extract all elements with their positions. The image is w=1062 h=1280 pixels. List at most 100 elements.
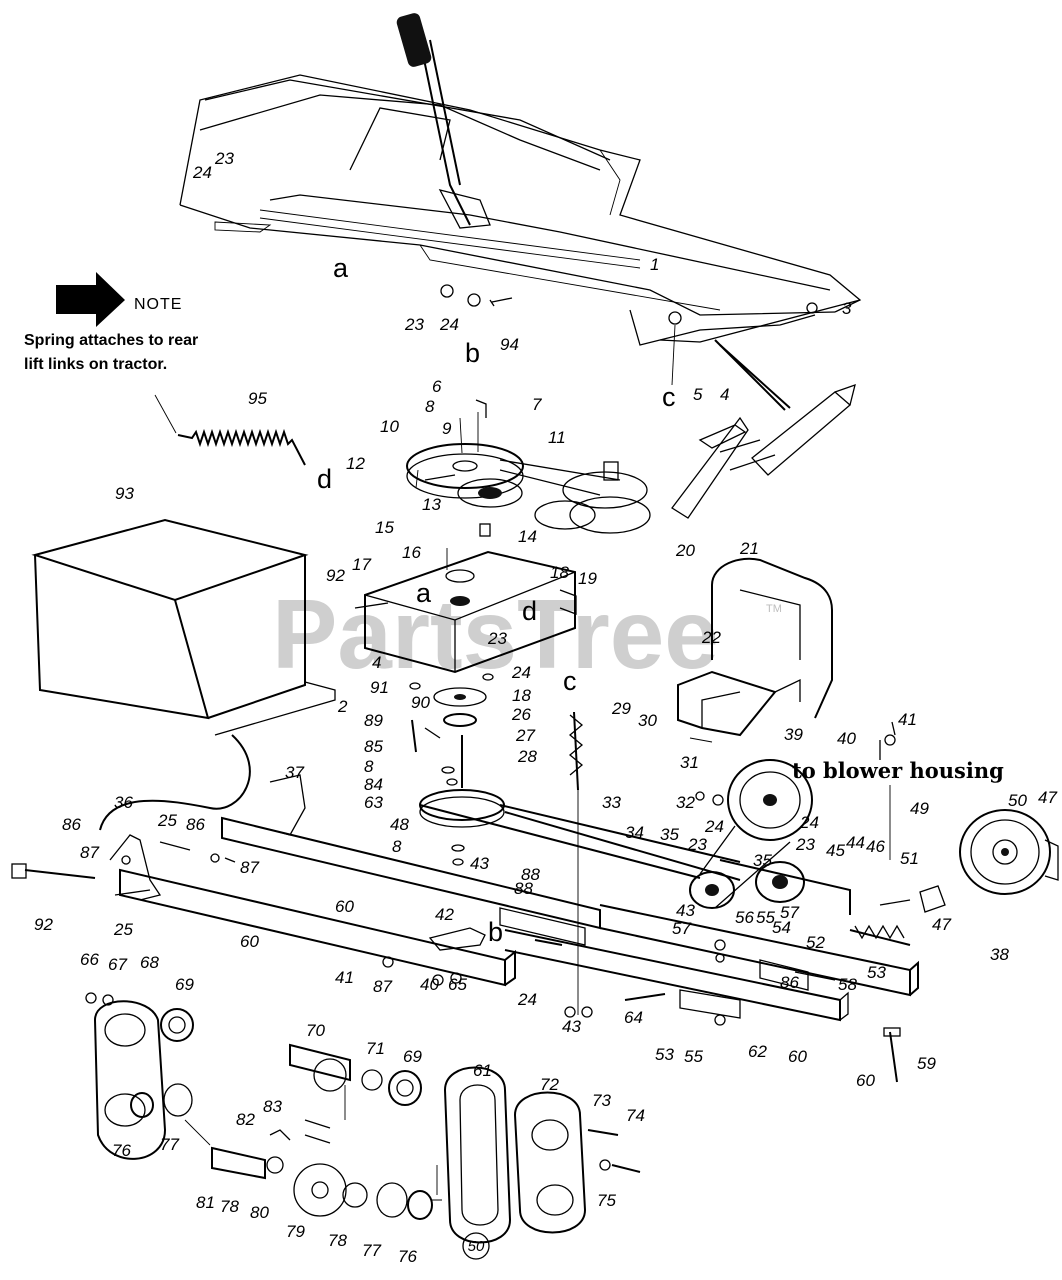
watermark-trademark: TM [766, 603, 782, 615]
ref-letter-b: b [465, 338, 480, 368]
part-label-11: 11 [548, 428, 566, 447]
part-label-62: 62 [748, 1042, 767, 1061]
part-label-32: 32 [676, 793, 695, 812]
part-label-43: 43 [562, 1017, 581, 1036]
part-label-79: 79 [286, 1222, 305, 1241]
belt-guard-drawing [677, 557, 833, 743]
note-arrow-icon [56, 272, 125, 327]
part-label-15: 15 [375, 518, 394, 537]
part-label-41: 41 [898, 710, 917, 729]
part-label-23: 23 [214, 149, 234, 168]
part-label-23: 23 [687, 835, 707, 854]
part-label-68: 68 [140, 953, 159, 972]
part-label-92: 92 [326, 566, 345, 585]
part-label-60: 60 [856, 1071, 875, 1090]
drive-belt-drawing [411, 711, 741, 1015]
part-label-77: 77 [160, 1135, 179, 1154]
part-label-25: 25 [157, 811, 177, 830]
part-label-66: 66 [80, 950, 99, 969]
part-label-69: 69 [175, 975, 194, 994]
ref-letter-c: c [563, 666, 577, 696]
part-label-73: 73 [592, 1091, 611, 1110]
part-label-93: 93 [115, 484, 134, 503]
part-label-18: 18 [512, 686, 531, 705]
figure-number-circle [462, 1232, 490, 1260]
part-label-74: 74 [626, 1106, 645, 1125]
part-label-24: 24 [799, 813, 819, 832]
part-label-20: 20 [675, 541, 695, 560]
part-label-87: 87 [240, 858, 259, 877]
part-label-92: 92 [34, 915, 53, 934]
part-label-44: 44 [846, 833, 865, 852]
frame-rails-drawing [11, 774, 919, 1083]
part-label-82: 82 [236, 1110, 255, 1129]
part-label-8: 8 [425, 397, 435, 416]
part-label-63: 63 [364, 793, 383, 812]
ref-letter-a: a [416, 578, 432, 608]
ref-letter-d: d [317, 464, 332, 494]
part-label-4: 4 [372, 653, 381, 672]
part-label-49: 49 [910, 799, 929, 818]
part-label-5: 5 [693, 385, 703, 404]
part-label-78: 78 [220, 1197, 239, 1216]
hopper-93-drawing [31, 518, 336, 831]
part-label-36: 36 [114, 793, 133, 812]
part-label-55: 55 [684, 1047, 703, 1066]
part-label-57: 57 [672, 919, 691, 938]
part-label-95: 95 [248, 389, 267, 408]
part-label-24: 24 [511, 663, 531, 682]
part-label-9: 9 [442, 419, 452, 438]
part-label-46: 46 [866, 837, 885, 856]
part-label-43: 43 [676, 901, 695, 920]
part-label-90: 90 [411, 693, 430, 712]
part-label-10: 10 [380, 417, 399, 436]
part-label-17: 17 [352, 555, 371, 574]
part-label-13: 13 [422, 495, 441, 514]
part-label-7: 7 [532, 395, 542, 414]
part-label-31: 31 [680, 753, 699, 772]
part-label-30: 30 [638, 711, 657, 730]
part-label-53: 53 [655, 1045, 674, 1064]
ref-letter-a: a [333, 253, 349, 283]
part-label-28: 28 [517, 747, 537, 766]
part-label-89: 89 [364, 711, 383, 730]
part-label-51: 51 [900, 849, 919, 868]
upper-pulley-assembly-drawing [406, 399, 651, 537]
part-label-60: 60 [335, 897, 354, 916]
watermark-text: PartsTree [272, 579, 719, 689]
blower-housing-drawing [879, 785, 1059, 913]
part-label-24: 24 [517, 990, 537, 1009]
part-label-40: 40 [837, 729, 856, 748]
part-label-38: 38 [990, 945, 1009, 964]
ref-letter-b: b [488, 917, 503, 947]
note-heading: NOTE [134, 296, 182, 313]
part-label-8: 8 [392, 837, 402, 856]
part-label-8: 8 [364, 757, 374, 776]
ref-letter-d: d [522, 596, 537, 626]
part-label-57: 57 [780, 903, 799, 922]
part-label-50: 50 [1008, 791, 1027, 810]
part-label-2: 2 [337, 697, 348, 716]
part-label-4: 4 [720, 385, 729, 404]
part-label-27: 27 [515, 726, 535, 745]
part-label-37: 37 [285, 763, 304, 782]
part-label-85: 85 [364, 737, 383, 756]
part-label-88: 88 [521, 865, 540, 884]
part-label-48: 48 [390, 815, 409, 834]
part-label-14: 14 [518, 527, 537, 546]
part-label-86: 86 [62, 815, 81, 834]
part-label-29: 29 [611, 699, 631, 718]
part-label-77: 77 [362, 1241, 381, 1260]
part-label-78: 78 [328, 1231, 347, 1250]
part-label-80: 80 [250, 1203, 269, 1222]
part-label-65: 65 [448, 975, 467, 994]
part-label-87: 87 [373, 977, 392, 996]
part-label-41: 41 [335, 968, 354, 987]
part-label-71: 71 [366, 1039, 385, 1058]
part-label-23: 23 [404, 315, 424, 334]
part-label-61: 61 [473, 1061, 492, 1080]
part-label-12: 12 [346, 454, 365, 473]
figure-number: 50 [468, 1238, 485, 1255]
tractor-frame-drawing [179, 13, 862, 411]
